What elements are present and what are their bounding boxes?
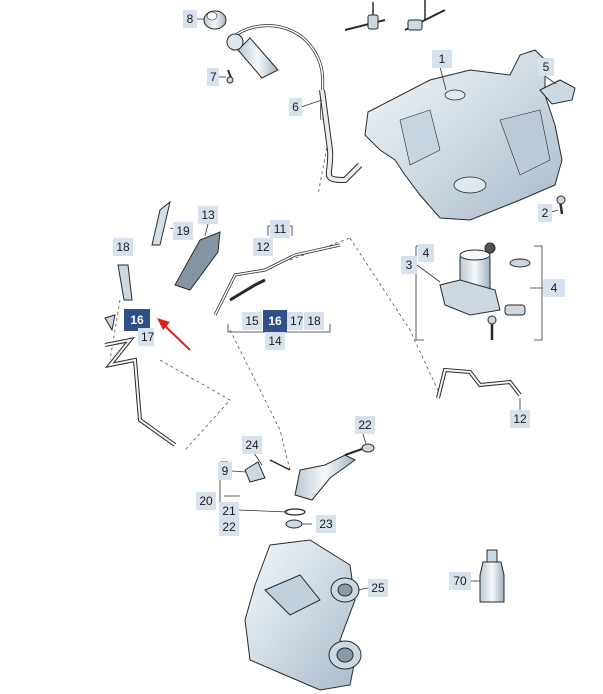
callout-12-right[interactable]: 12 xyxy=(510,410,530,428)
fuel-cap xyxy=(203,10,227,30)
callout-19[interactable]: 19 xyxy=(173,222,193,240)
strip-19 xyxy=(151,200,171,246)
callout-16-left[interactable]: 16 xyxy=(124,309,150,331)
fuel-pipe-right xyxy=(436,367,522,399)
callout-2[interactable]: 2 xyxy=(538,204,552,222)
callout-15[interactable]: 15 xyxy=(242,312,262,330)
callout-17-left[interactable]: 17 xyxy=(138,328,154,346)
injector-assembly xyxy=(244,443,375,529)
callout-3[interactable]: 3 xyxy=(401,256,417,274)
callout-1[interactable]: 1 xyxy=(432,50,452,68)
callout-8[interactable]: 8 xyxy=(183,10,197,28)
pump-module xyxy=(439,242,531,340)
dashed-lines xyxy=(109,129,441,471)
sensor-5 xyxy=(539,79,576,105)
callout-20[interactable]: 20 xyxy=(196,492,216,510)
callout-17-center[interactable]: 17 xyxy=(287,312,303,330)
callout-16-center[interactable]: 16 xyxy=(263,310,287,332)
callout-6[interactable]: 6 xyxy=(289,98,302,116)
callout-25[interactable]: 25 xyxy=(368,579,388,597)
hose-17 xyxy=(104,336,177,447)
valve-18 xyxy=(104,264,133,332)
callout-70[interactable]: 70 xyxy=(449,572,471,590)
callout-18-center[interactable]: 18 xyxy=(304,312,324,330)
callout-24[interactable]: 24 xyxy=(242,436,262,454)
callout-11[interactable]: 11 xyxy=(270,220,290,238)
catalytic-converter xyxy=(244,539,362,691)
callout-4-right[interactable]: 4 xyxy=(543,279,565,297)
filler-neck xyxy=(226,24,363,184)
callout-14[interactable]: 14 xyxy=(265,332,285,350)
callout-22-upper[interactable]: 22 xyxy=(355,416,375,434)
callout-5[interactable]: 5 xyxy=(538,58,554,76)
callout-23[interactable]: 23 xyxy=(316,515,336,533)
callout-22-lower[interactable]: 22 xyxy=(219,518,239,536)
callout-7[interactable]: 7 xyxy=(207,68,219,86)
leader-lines xyxy=(169,18,559,591)
callout-13[interactable]: 13 xyxy=(198,206,218,224)
callout-18-upper[interactable]: 18 xyxy=(113,238,133,256)
bracket-13 xyxy=(174,231,221,291)
highlight-arrow xyxy=(157,318,191,351)
fluid-bottle-70 xyxy=(479,549,505,603)
callout-21[interactable]: 21 xyxy=(219,502,239,520)
fuel-lines-center xyxy=(213,243,341,316)
callout-4-upper[interactable]: 4 xyxy=(418,244,434,262)
fuel-tank xyxy=(364,49,563,221)
callout-9[interactable]: 9 xyxy=(218,462,232,480)
bracket-lines xyxy=(219,225,543,531)
screw-7 xyxy=(226,69,234,84)
callout-12-center[interactable]: 12 xyxy=(253,238,273,256)
top-connectors xyxy=(344,0,446,31)
bolt-2 xyxy=(556,195,566,215)
